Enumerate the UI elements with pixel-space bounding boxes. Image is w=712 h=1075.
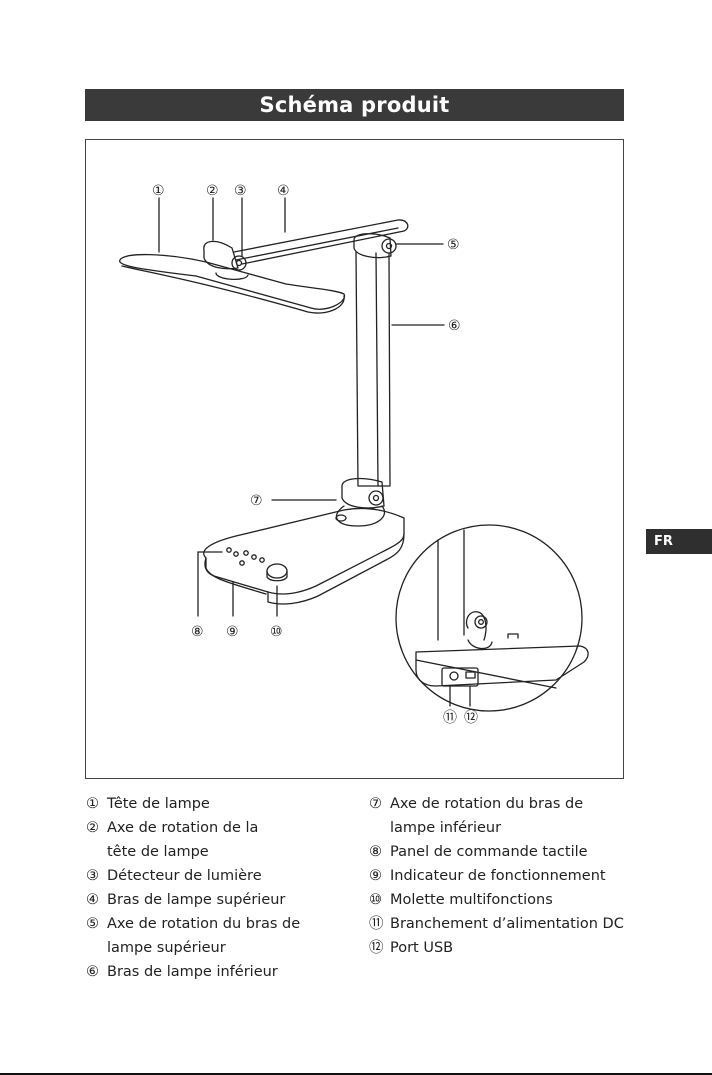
- legend-item: ⑦ Axe de rotation du bras de: [369, 792, 634, 816]
- callout-10: ⑩: [270, 624, 283, 640]
- lower-arm-axis-drawing: [335, 477, 386, 527]
- legend-item: ④ Bras de lampe supérieur: [86, 888, 351, 912]
- callout-3: ③: [234, 183, 247, 199]
- legend-right-column: ⑦ Axe de rotation du bras de lampe inféri…: [369, 792, 634, 960]
- lower-arm-drawing: [355, 251, 391, 487]
- head-axis-drawing: [203, 240, 249, 280]
- legend-item: tête de lampe: [86, 840, 351, 864]
- port-detail-drawing: [395, 524, 589, 712]
- legend-number: ④: [86, 892, 99, 908]
- legend-text: Panel de commande tactile: [390, 844, 588, 860]
- legend-text: Tête de lampe: [107, 796, 210, 812]
- callout-leaders: [158, 197, 471, 707]
- language-tab: FR: [646, 529, 712, 554]
- legend-number: ②: [86, 820, 99, 836]
- legend-text: Indicateur de fonctionnement: [390, 868, 606, 884]
- callout-8: ⑧: [191, 624, 204, 640]
- legend-number: ⑫: [369, 940, 384, 956]
- legend-number: [86, 936, 107, 960]
- callout-11: ⑪: [443, 710, 457, 726]
- legend-item: ⑧ Panel de commande tactile: [369, 840, 634, 864]
- legend-item: ⑥ Bras de lampe inférieur: [86, 960, 351, 984]
- section-title: Schéma produit: [259, 93, 450, 117]
- lamp-head-drawing: [119, 253, 345, 314]
- legend-item: ⑩ Molette multifonctions: [369, 888, 634, 912]
- legend-text: lampe inférieur: [390, 820, 502, 836]
- footer-rule: [0, 1073, 712, 1075]
- callout-4: ④: [277, 183, 290, 199]
- legend-item: ⑪ Branchement d’alimentation DC: [369, 912, 634, 936]
- legend-number: ⑤: [86, 916, 99, 932]
- section-title-bar: Schéma produit: [85, 89, 624, 121]
- legend-item: lampe supérieur: [86, 936, 351, 960]
- legend-text: lampe supérieur: [107, 940, 226, 956]
- legend-text: Port USB: [390, 940, 454, 956]
- callout-9: ⑨: [226, 624, 239, 640]
- legend-number: ⑧: [369, 844, 382, 860]
- legend-item: ② Axe de rotation de la: [86, 816, 351, 840]
- legend-text: Molette multifonctions: [390, 892, 553, 908]
- callout-12: ⑫: [464, 710, 478, 726]
- callout-5: ⑤: [447, 237, 460, 253]
- legend-text: Détecteur de lumière: [107, 868, 262, 884]
- callout-7: ⑦: [250, 493, 263, 509]
- legend-text: tête de lampe: [107, 844, 209, 860]
- legend-item: ⑫ Port USB: [369, 936, 634, 960]
- callout-2: ②: [206, 183, 219, 199]
- product-diagram: ① ② ③ ④ ⑤ ⑥ ⑦ ⑧ ⑨ ⑩ ⑪ ⑫: [85, 139, 624, 779]
- legend-number: [369, 816, 390, 840]
- callout-6: ⑥: [448, 318, 461, 334]
- lamp-base-drawing: [203, 507, 405, 605]
- legend-text: Axe de rotation du bras de: [107, 916, 301, 932]
- legend-number: ⑥: [86, 964, 99, 980]
- legend-item: ⑨ Indicateur de fonctionnement: [369, 864, 634, 888]
- legend-left-column: ① Tête de lampe ② Axe de rotation de la tê…: [86, 792, 351, 984]
- legend-text: Branchement d’alimentation DC: [390, 916, 624, 932]
- legend-text: Bras de lampe inférieur: [107, 964, 278, 980]
- legend-item: ① Tête de lampe: [86, 792, 351, 816]
- legend-text: Axe de rotation du bras de: [390, 796, 584, 812]
- legend-text: Bras de lampe supérieur: [107, 892, 286, 908]
- legend-number: ③: [86, 868, 99, 884]
- legend-number: ⑨: [369, 868, 382, 884]
- lamp-illustration: ① ② ③ ④ ⑤ ⑥ ⑦ ⑧ ⑨ ⑩ ⑪ ⑫: [119, 183, 589, 726]
- callout-labels: ① ② ③ ④ ⑤ ⑥ ⑦ ⑧ ⑨ ⑩ ⑪ ⑫: [152, 183, 478, 726]
- upper-arm-axis-drawing: [353, 233, 397, 259]
- callout-1: ①: [152, 183, 165, 199]
- legend-number: ①: [86, 796, 99, 812]
- legend-item: ⑤ Axe de rotation du bras de: [86, 912, 351, 936]
- legend-number: ⑩: [369, 892, 382, 908]
- language-tab-label: FR: [654, 534, 673, 549]
- legend-text: Axe de rotation de la: [107, 820, 259, 836]
- legend-number: [86, 840, 107, 864]
- legend-item: lampe inférieur: [369, 816, 634, 840]
- legend-number: ⑦: [369, 796, 382, 812]
- legend-item: ③ Détecteur de lumière: [86, 864, 351, 888]
- legend-number: ⑪: [369, 916, 384, 932]
